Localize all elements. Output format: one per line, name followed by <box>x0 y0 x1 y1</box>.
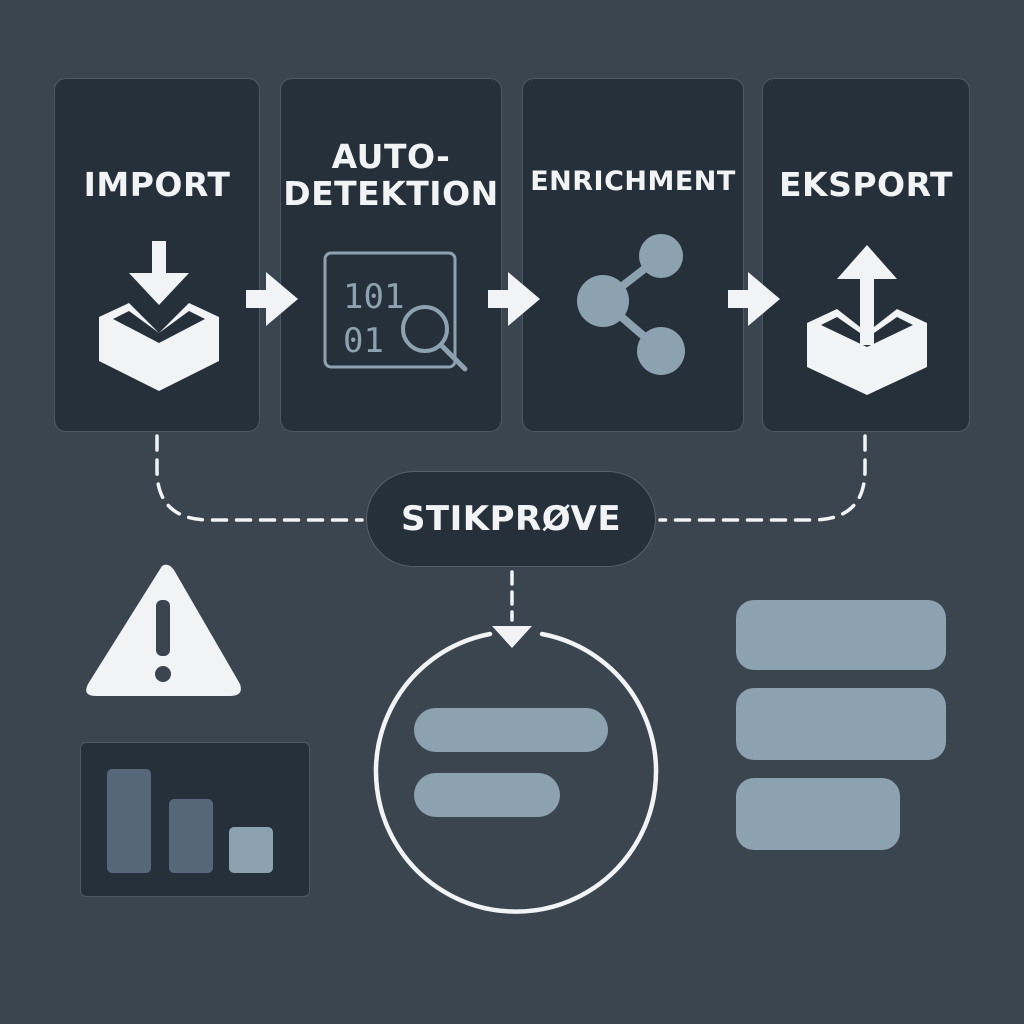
step-title-autodetection: AUTO- DETEKTION <box>281 137 501 213</box>
text-line-1 <box>736 600 946 670</box>
step-title-export: EKSPORT <box>778 165 954 204</box>
arrow-down-icon <box>492 626 532 648</box>
warning-icon <box>86 564 241 696</box>
binary-search-icon <box>323 251 473 380</box>
chart-bar-1 <box>107 769 151 873</box>
step-card-autodetection: AUTO- DETEKTION 101 01 <box>280 78 502 432</box>
step-card-export: EKSPORT <box>762 78 970 432</box>
text-line-3 <box>736 778 900 850</box>
binary-digits: 101 01 <box>343 275 404 363</box>
binary-line-1: 101 <box>343 277 405 317</box>
step-title-line-2: DETEKTION <box>283 173 499 213</box>
checkpoint-label: STIKPRØVE <box>400 499 622 539</box>
step-card-import: IMPORT <box>54 78 260 432</box>
chart-bar-2 <box>169 799 213 873</box>
chart-bar-3 <box>229 827 273 873</box>
step-title-line-1: AUTO- <box>331 137 451 176</box>
circle-text-line-1 <box>414 708 608 752</box>
circle-text-line-2 <box>414 773 560 817</box>
text-line-2 <box>736 688 946 760</box>
binary-line-2: 01 <box>343 321 384 361</box>
inbox-upload-icon <box>807 243 927 407</box>
step-card-enrichment: ENRICHMENT <box>522 78 744 432</box>
step-title-enrichment: ENRICHMENT <box>530 166 736 197</box>
share-nodes-icon <box>573 231 703 385</box>
inbox-download-icon <box>99 239 219 403</box>
step-title-import: IMPORT <box>83 165 231 204</box>
dashed-connector-left <box>155 434 364 522</box>
dashed-connector-right <box>658 434 867 522</box>
checkpoint-pill: STIKPRØVE <box>366 471 656 567</box>
bar-chart-icon <box>80 742 310 897</box>
